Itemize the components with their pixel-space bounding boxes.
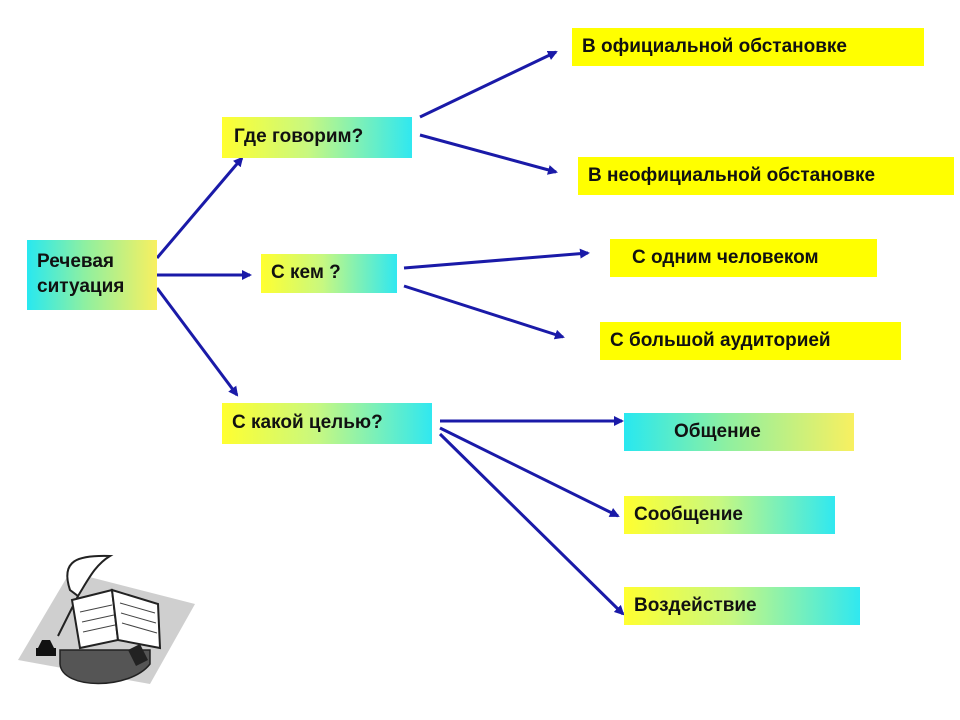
root-box: Речевая ситуация <box>27 240 157 310</box>
root-label-line1: Речевая <box>37 250 114 275</box>
arrow-whom-to-one-person <box>404 253 588 268</box>
answer-one-person-label: С одним человеком <box>632 246 819 271</box>
answer-message-box: Сообщение <box>624 496 835 534</box>
answer-unofficial-label: В неофициальной обстановке <box>588 164 875 189</box>
arrow-where-to-official <box>420 52 556 117</box>
root-label-line2: ситуация <box>37 275 124 300</box>
question-purpose-box: С какой целью? <box>222 403 432 444</box>
question-purpose-label: С какой целью? <box>232 411 383 436</box>
question-whom-box: С кем ? <box>261 254 397 293</box>
arrow-purpose-to-influence <box>440 434 623 614</box>
arrow-where-to-unofficial <box>420 135 556 172</box>
answer-unofficial-box: В неофициальной обстановке <box>578 157 954 195</box>
arrow-purpose-to-message <box>440 428 618 516</box>
question-where-box: Где говорим? <box>222 117 412 158</box>
answer-official-label: В официальной обстановке <box>582 35 847 60</box>
question-whom-label: С кем ? <box>271 261 341 286</box>
arrow-root-to-purpose <box>157 288 237 395</box>
answer-influence-label: Воздействие <box>634 594 757 619</box>
arrow-root-to-where <box>157 158 242 258</box>
arrow-whom-to-audience <box>404 286 563 337</box>
answer-communication-box: Общение <box>624 413 854 451</box>
answer-audience-box: С большой аудиторией <box>600 322 901 360</box>
question-where-label: Где говорим? <box>234 125 363 150</box>
answer-one-person-box: С одним человеком <box>610 239 877 277</box>
answer-communication-label: Общение <box>674 420 761 445</box>
answer-official-box: В официальной обстановке <box>572 28 924 66</box>
book-quill-inkwell-icon <box>18 556 195 684</box>
answer-audience-label: С большой аудиторией <box>610 329 831 354</box>
answer-message-label: Сообщение <box>634 503 743 528</box>
answer-influence-box: Воздействие <box>624 587 860 625</box>
